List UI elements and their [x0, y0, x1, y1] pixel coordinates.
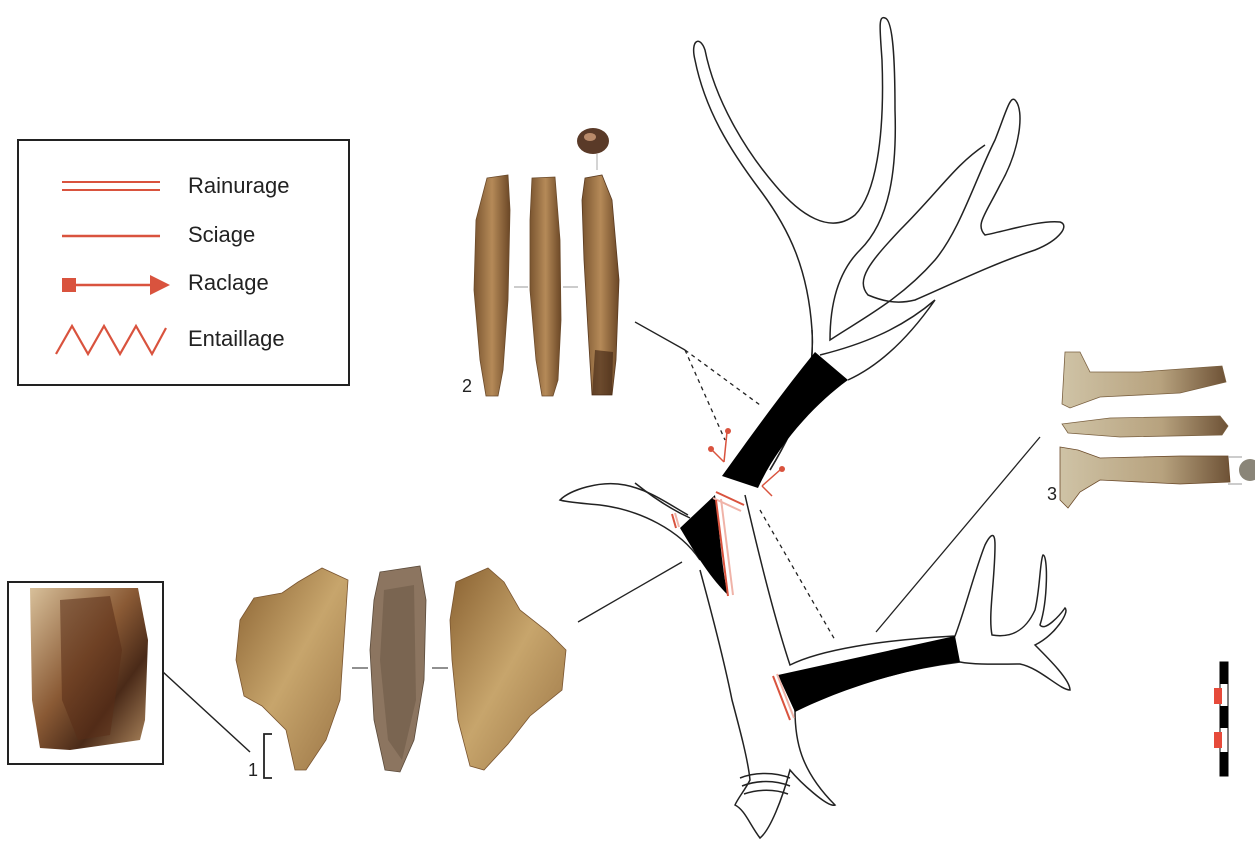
specimen-1-number: 1 — [248, 760, 258, 780]
specimen-3-section — [1239, 459, 1255, 481]
specimen-1-group: 1 — [8, 566, 566, 780]
specimen-2-view-b — [530, 177, 561, 396]
removed-segment-upper — [722, 352, 848, 488]
specimen-2-number: 2 — [462, 376, 472, 396]
specimen-3-view-c — [1060, 447, 1230, 508]
specimen-1-bracket — [264, 734, 272, 778]
specimen-2-view-a — [474, 175, 510, 396]
scale-bar — [1214, 662, 1228, 776]
specimen-3-number: 3 — [1047, 484, 1057, 504]
legend-label-raclage: Raclage — [188, 270, 269, 295]
specimen-3-view-b — [1062, 416, 1228, 437]
specimen-2-group: 2 — [462, 128, 619, 396]
antler-outline — [560, 18, 1070, 838]
specimen-1-view-c — [450, 568, 566, 770]
specimen-3-group: 3 — [1047, 352, 1255, 508]
legend-box: Rainurage Sciage Raclage Entaillage — [18, 140, 349, 385]
legend-label-entaillage: Entaillage — [188, 326, 285, 351]
specimen-2-section — [577, 128, 609, 154]
legend-label-rainurage: Rainurage — [188, 173, 290, 198]
specimen-1-view-a — [236, 568, 348, 770]
legend-label-sciage: Sciage — [188, 222, 255, 247]
specimen-3-view-a — [1062, 352, 1226, 408]
